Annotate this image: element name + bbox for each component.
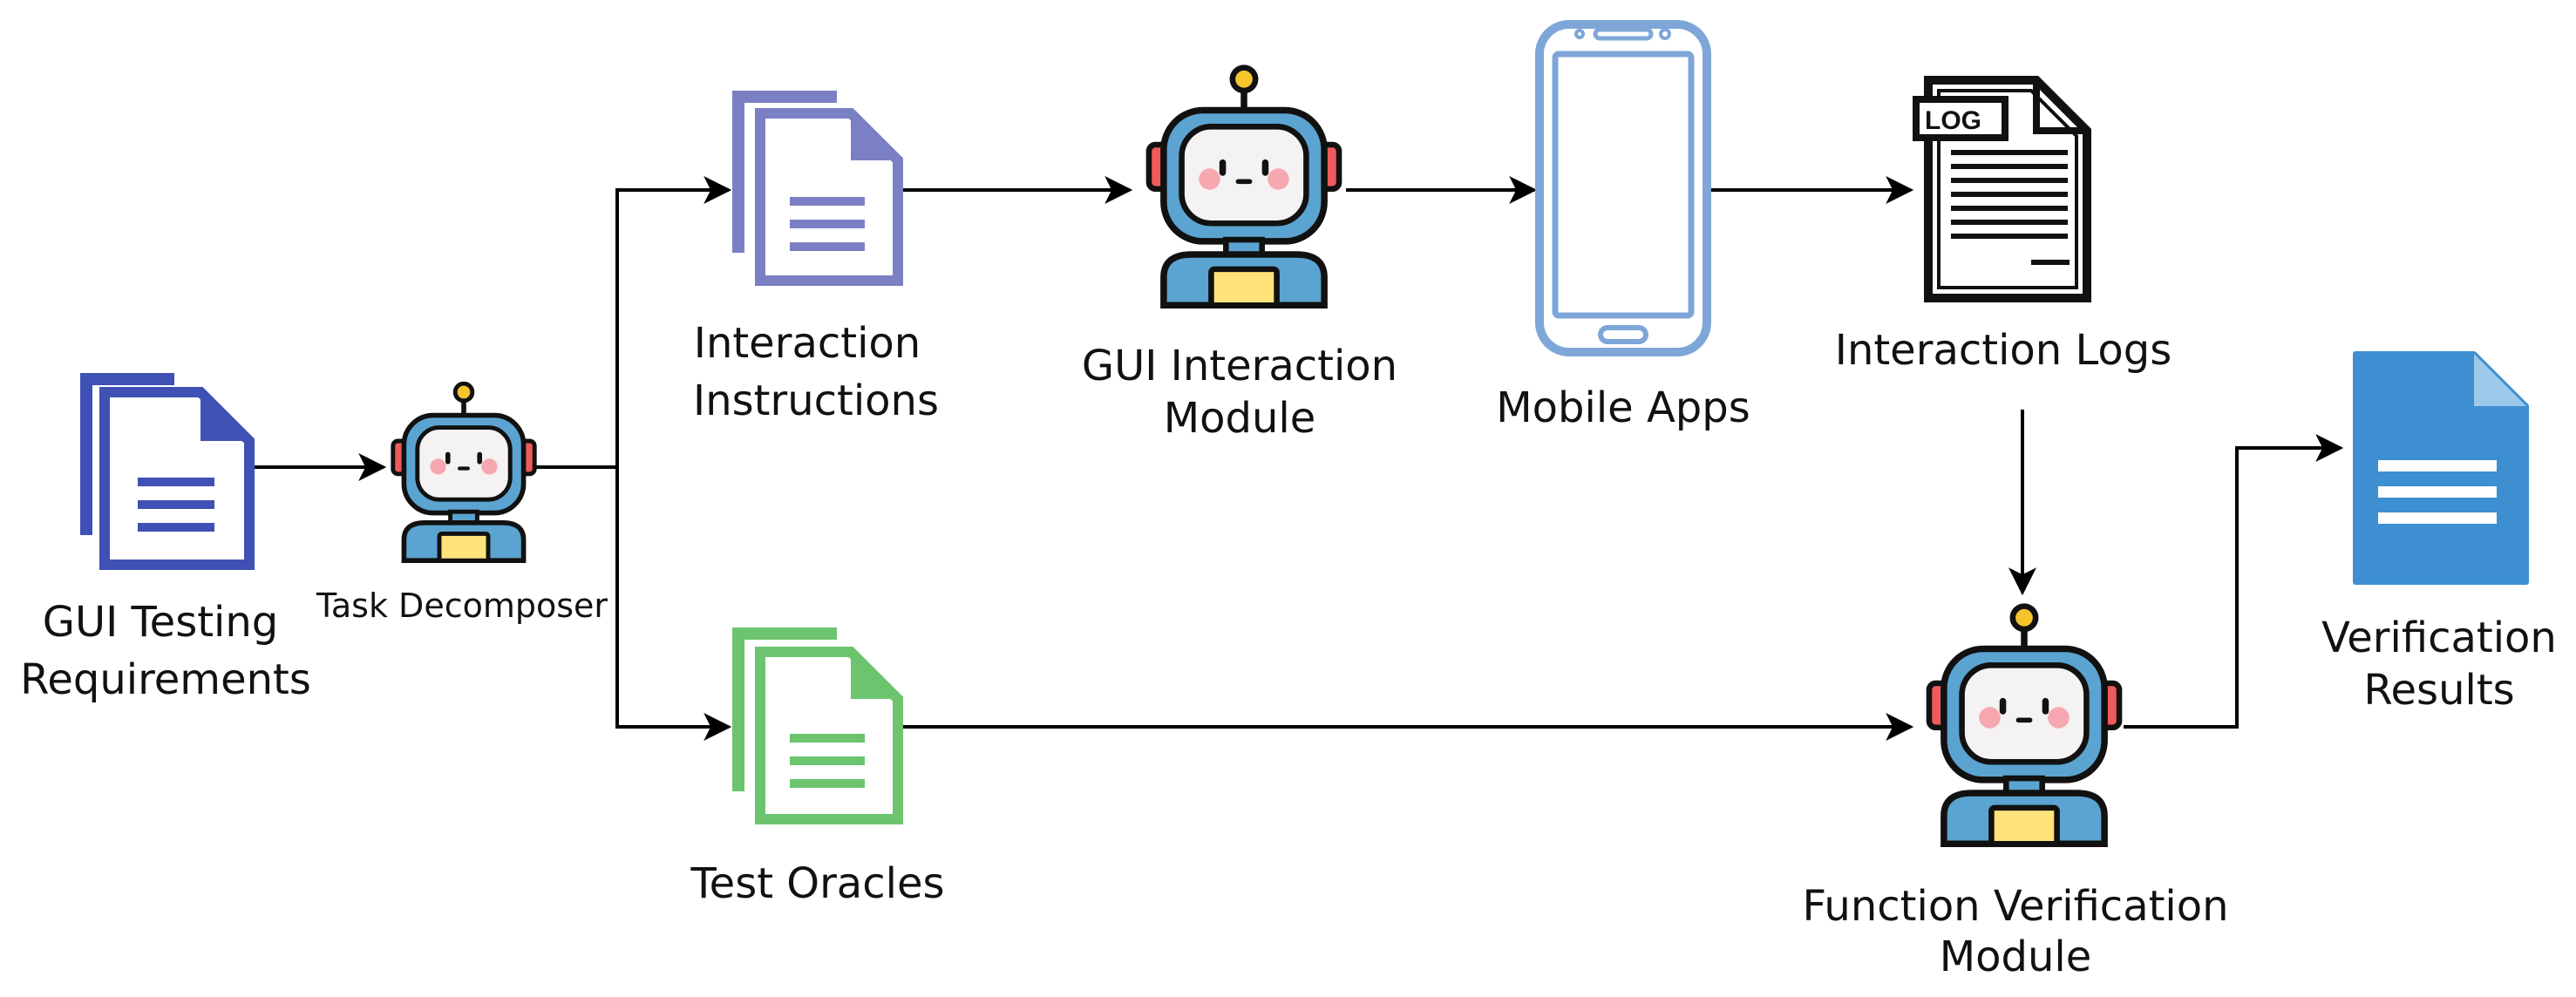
- decomposer-node: Task Decomposer: [316, 383, 608, 625]
- gui-module-label-line1: GUI Interaction: [1082, 342, 1397, 390]
- gui-module-label-line2: Module: [1164, 394, 1316, 443]
- decomposer-label: Task Decomposer: [316, 587, 608, 625]
- oracles-node: Test Oracles: [690, 627, 945, 908]
- oracles-label: Test Oracles: [690, 859, 945, 908]
- smartphone-icon: [1535, 20, 1711, 356]
- requirements-label-line2: Requirements: [20, 655, 311, 704]
- results-node: Verification Results: [2321, 351, 2557, 715]
- requirements-label-line1: GUI Testing: [43, 598, 279, 647]
- document-stack-icon: [732, 91, 903, 286]
- edges: [248, 176, 2344, 741]
- edge-verify-module-to-results: [2124, 434, 2344, 729]
- log-file-icon: LOG: [1913, 76, 2091, 302]
- requirements-node: GUI Testing Requirements: [20, 373, 311, 704]
- robot-icon: [1929, 607, 2119, 844]
- instructions-label-line2: Instructions: [693, 376, 939, 425]
- logs-label: Interaction Logs: [1835, 326, 2172, 375]
- document-icon: [2353, 351, 2529, 585]
- instructions-node: Interaction Instructions: [693, 91, 939, 425]
- logs-node: LOG Interaction Logs: [1835, 76, 2172, 375]
- results-label-line1: Verification: [2321, 614, 2557, 662]
- document-stack-icon: [732, 627, 903, 824]
- log-badge-text: LOG: [1925, 106, 1981, 135]
- instructions-label-line1: Interaction: [694, 319, 921, 368]
- verify-module-label-line2: Module: [1940, 933, 2092, 981]
- verify-module-node: Function Verification Module: [1802, 607, 2229, 981]
- edge-decomposer-to-instructions: [534, 176, 732, 469]
- results-label-line2: Results: [2363, 666, 2514, 715]
- gui-module-node: GUI Interaction Module: [1082, 68, 1397, 443]
- robot-icon: [1149, 68, 1339, 306]
- robot-icon: [393, 383, 534, 560]
- document-stack-icon: [80, 373, 255, 570]
- apps-node: Mobile Apps: [1496, 20, 1750, 432]
- verify-module-label-line1: Function Verification: [1802, 882, 2228, 931]
- apps-label: Mobile Apps: [1496, 383, 1750, 432]
- edge-decomposer-to-oracles: [615, 467, 732, 741]
